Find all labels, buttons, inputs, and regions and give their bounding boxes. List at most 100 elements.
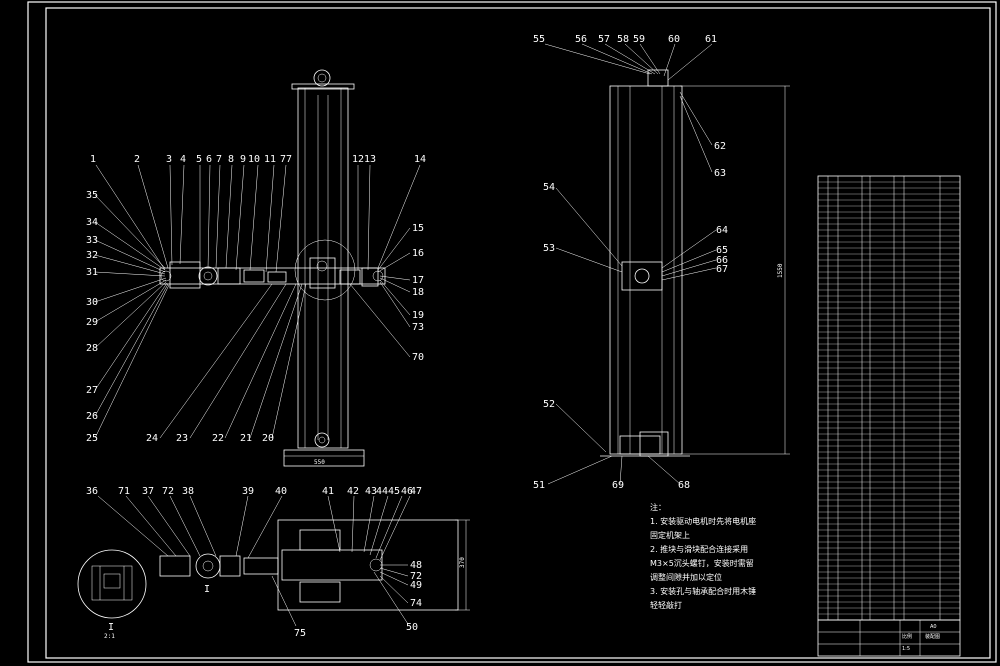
detail-scale: 2:1 — [104, 633, 115, 640]
note-line-1: 1. 安装驱动电机时先将电机座 — [650, 516, 756, 526]
balloon-57: 57 — [598, 34, 610, 45]
dimension-bottom-width: 370 — [459, 557, 466, 568]
balloon-20: 20 — [262, 433, 274, 444]
balloon-24: 24 — [146, 433, 158, 444]
balloon-71: 71 — [118, 486, 130, 497]
balloon-48: 48 — [410, 560, 422, 571]
balloon-66: 66 — [716, 255, 728, 266]
balloon-19: 19 — [412, 310, 424, 321]
balloon-21: 21 — [240, 433, 252, 444]
balloon-62: 62 — [714, 141, 726, 152]
section-label: I — [204, 584, 210, 595]
balloon-43: 43 — [365, 486, 377, 497]
balloon-18: 18 — [412, 287, 424, 298]
balloon-23: 23 — [176, 433, 188, 444]
detail-view-I: I 2:1 — [77, 549, 147, 640]
balloon-67: 67 — [716, 264, 728, 275]
balloon-65: 65 — [716, 245, 728, 256]
detail-label: I — [108, 622, 114, 633]
balloon-2: 2 — [134, 154, 140, 165]
balloon-8: 8 — [228, 154, 234, 165]
balloon-45: 45 — [388, 486, 400, 497]
note-line-6: 3. 安装孔与轴承配合时用木锤 — [650, 586, 756, 596]
balloon-49: 49 — [410, 580, 422, 591]
inner-frame — [45, 7, 991, 659]
balloon-44: 44 — [376, 486, 388, 497]
note-line-2: 固定机架上 — [650, 530, 690, 540]
balloon-39: 39 — [242, 486, 254, 497]
balloon-77: 77 — [280, 154, 292, 165]
balloon-63: 63 — [714, 168, 726, 179]
balloon-12: 12 — [352, 154, 364, 165]
balloon-59: 59 — [633, 34, 645, 45]
balloon-54: 54 — [543, 182, 555, 193]
balloon-9: 9 — [240, 154, 246, 165]
balloon-58: 58 — [617, 34, 629, 45]
title-block: 装配图 比例 1:5 A0 — [817, 619, 961, 657]
bottom-leaders — [97, 495, 411, 627]
notes-title: 注： — [650, 502, 666, 512]
left-leaders — [94, 164, 421, 439]
balloon-61: 61 — [705, 34, 717, 45]
scale-value: 1:5 — [902, 646, 910, 652]
technical-notes: 注： 1. 安装驱动电机时先将电机座 固定机架上 2. 推块与滑块配合连接采用 … — [650, 502, 756, 610]
left-balloons: 1 2 3 4 5 6 7 8 9 10 11 77 12 13 14 35 3… — [86, 154, 426, 444]
outer-frame — [27, 1, 997, 663]
balloon-72b: 72 — [410, 571, 422, 582]
balloon-28: 28 — [86, 343, 98, 354]
scale-label: 比例 — [902, 633, 912, 640]
balloon-69: 69 — [612, 480, 624, 491]
note-line-4: M3×5沉头螺钉，安装时需留 — [650, 558, 754, 568]
sheet-size: A0 — [930, 624, 937, 630]
balloon-35: 35 — [86, 190, 98, 201]
balloon-75: 75 — [294, 628, 306, 639]
balloon-42: 42 — [347, 486, 359, 497]
balloon-31: 31 — [86, 267, 98, 278]
balloon-36: 36 — [86, 486, 98, 497]
note-line-3: 2. 推块与滑块配合连接采用 — [650, 544, 748, 554]
balloon-46: 46 — [401, 486, 413, 497]
note-line-5: 调整间隙并加以定位 — [650, 572, 722, 582]
right-balloons: 55 56 57 58 59 60 61 62 63 54 53 64 65 6… — [533, 34, 728, 491]
balloon-55: 55 — [533, 34, 545, 45]
balloon-52: 52 — [543, 399, 555, 410]
balloon-37: 37 — [142, 486, 154, 497]
balloon-47: 47 — [410, 486, 422, 497]
balloon-11: 11 — [264, 154, 276, 165]
balloon-16: 16 — [412, 248, 424, 259]
balloon-7: 7 — [216, 154, 222, 165]
balloon-74: 74 — [410, 598, 422, 609]
balloon-14: 14 — [414, 154, 426, 165]
balloon-13: 13 — [364, 154, 376, 165]
balloon-64: 64 — [716, 225, 728, 236]
balloon-51: 51 — [533, 480, 545, 491]
parts-list-table — [817, 175, 961, 621]
balloon-17: 17 — [412, 275, 424, 286]
balloon-1: 1 — [90, 154, 96, 165]
balloon-70: 70 — [412, 352, 424, 363]
dimension-right-height: 1550 — [777, 263, 784, 278]
balloon-34: 34 — [86, 217, 98, 228]
left-assembly-view: 550 — [159, 69, 386, 467]
balloon-25: 25 — [86, 433, 98, 444]
balloon-26: 26 — [86, 411, 98, 422]
balloon-4: 4 — [180, 154, 186, 165]
balloon-15: 15 — [412, 223, 424, 234]
right-leaders — [544, 43, 717, 485]
balloon-72: 72 — [162, 486, 174, 497]
bottom-balloons: 36 71 37 72 38 39 40 41 42 43 44 45 46 4… — [86, 486, 422, 639]
drawing-name: 装配图 — [925, 633, 940, 640]
balloon-40: 40 — [275, 486, 287, 497]
balloon-68: 68 — [678, 480, 690, 491]
balloon-33: 33 — [86, 235, 98, 246]
balloon-50: 50 — [406, 622, 418, 633]
balloon-10: 10 — [248, 154, 260, 165]
note-line-7: 轻轻敲打 — [650, 600, 682, 610]
balloon-73: 73 — [412, 322, 424, 333]
balloon-60: 60 — [668, 34, 680, 45]
right-side-view: 1550 — [600, 69, 790, 457]
balloon-3: 3 — [166, 154, 172, 165]
balloon-29: 29 — [86, 317, 98, 328]
balloon-27: 27 — [86, 385, 98, 396]
